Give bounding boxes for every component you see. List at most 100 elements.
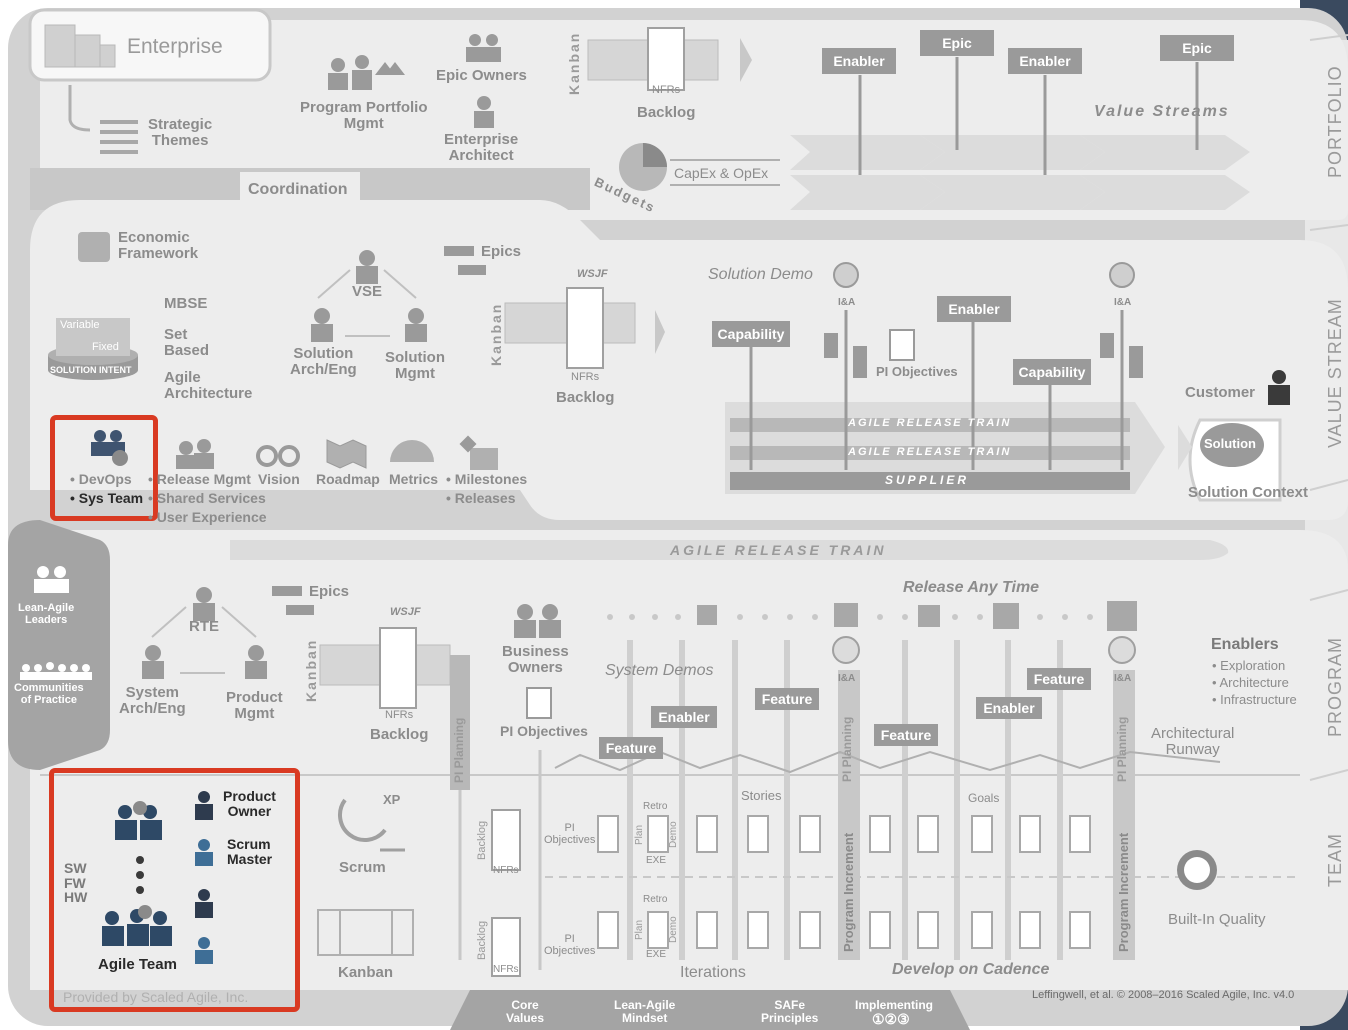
goals-label: Goals [968,791,1000,805]
portfolio-side-tab[interactable]: PORTFOLIO [1325,65,1345,178]
portfolio-nfrs-label: NFRs [652,84,681,96]
system-demos-label: System Demos [605,662,714,679]
communities-label: Communities of Practice [14,682,84,706]
footer-implementing-numbers: ①②③ [872,1011,910,1027]
footer-implementing[interactable]: Implementing [855,998,934,1012]
epic-owners-label: Epic Owners [436,67,527,84]
devops-label: • DevOps [70,471,132,487]
exe-label-2: EXE [646,949,667,960]
built-in-quality-label: Built-In Quality [1168,911,1266,928]
footer-principles[interactable]: SAFe Principles [761,998,819,1025]
vs-wsjf-label: WSJF [577,268,608,280]
portfolio-kanban-label: Kanban [566,31,582,95]
strategic-themes-label: Strategic Themes [148,116,213,149]
portfolio-tag-enabler-2: Enabler [1008,48,1082,74]
program-increment-label-1: Program Increment [841,832,856,952]
team-nfrs-label-1: NFRs [493,865,519,876]
solution-demo-label: Solution Demo [708,266,813,283]
team-pi-objectives-label-1: PI Objectives [544,822,596,846]
team-pi-objectives-label-2: PI Objectives [544,933,596,957]
economic-framework-label: Economic Framework [118,229,199,262]
ia-label-2: I&A [1114,297,1132,308]
vs-epics-label: Epics [481,243,522,260]
team-backlog-label-1: Backlog [476,820,488,860]
footer-core-values[interactable]: Core Values [506,998,545,1025]
capex-opex-label: CapEx & OpEx [674,165,769,181]
xp-label: XP [383,792,401,807]
coordination-label: Coordination [248,181,348,198]
architectural-runway-label: Architectural Runway [1151,725,1235,758]
vs-nfrs-label: NFRs [571,371,600,383]
program-pi-objectives-label: PI Objectives [500,723,588,739]
program-side-tab[interactable]: PROGRAM [1325,636,1345,737]
solution-arch-label: Solution Arch/Eng [290,345,357,378]
pre-label-2: Pre [1100,332,1114,358]
enablers-item-infrastructure: • Infrastructure [1212,692,1297,707]
vs-art-label-2: AGILE RELEASE TRAIN [848,446,1012,458]
post-label-2: Post [1129,345,1143,378]
program-tag-feature-4: Feature [1027,668,1091,690]
pi-planning-label-1: PI Planning [452,717,466,783]
solution-intent-label: SOLUTION INTENT [50,365,132,375]
program-epics-label: Epics [309,583,350,600]
portfolio-tag-epic-2: Epic [1160,35,1234,61]
iterations-label: Iterations [680,964,746,981]
user-experience-label: • User Experience [148,509,267,525]
enablers-title: Enablers [1211,636,1279,653]
metrics-label: Metrics [389,471,439,487]
plan-label-2: Plan [634,919,645,940]
vs-backlog-label: Backlog [556,389,615,406]
product-owner-label: Product Owner [223,788,276,819]
shared-services-label: • Shared Services [148,490,266,506]
roadmap-label: Roadmap [316,471,380,487]
provided-by-label: Provided by Scaled Agile, Inc. [63,989,249,1005]
pi-planning-label-2: PI Planning [840,716,854,782]
portfolio-backlog-label: Backlog [637,104,696,121]
mbse-label: MBSE [164,295,208,312]
vs-kanban-label: Kanban [488,302,504,366]
pi-planning-label-3: PI Planning [1115,716,1129,782]
ia-label-4: I&A [1114,673,1132,684]
program-portfolio-label: Program Portfolio Mgmt [300,99,428,132]
lean-agile-leaders-label: Lean-Agile Leaders [18,602,75,626]
team-side-tab[interactable]: TEAM [1325,832,1345,887]
program-tag-feature-2: Feature [755,688,819,710]
enterprise-architect-label: Enterprise Architect [444,131,519,164]
retro-label-1: Retro [643,801,668,812]
devops-highlight-box [50,415,158,521]
value-stream-side-tab[interactable]: VALUE STREAM [1325,298,1345,448]
ia-label-3: I&A [838,673,856,684]
vision-label: Vision [258,471,300,487]
ia-label-1: I&A [838,297,856,308]
vs-tag-capability-1: Capability [712,321,790,347]
sw-fw-hw-label: SW FW HW [64,860,88,906]
plan-label-1: Plan [634,824,645,845]
vse-label: VSE [352,283,383,300]
variable-label: Variable [60,319,100,331]
enterprise-label: Enterprise [127,35,223,58]
team-kanban-label: Kanban [338,964,394,981]
program-tag-enabler-2: Enabler [976,697,1042,719]
fixed-label: Fixed [92,341,119,353]
program-wsjf-label: WSJF [390,606,421,618]
portfolio-tag-enabler-1: Enabler [822,48,896,74]
vs-pi-objectives-label: PI Objectives [876,364,958,379]
vs-tag-enabler: Enabler [937,296,1011,322]
footer-mindset[interactable]: Lean-Agile Mindset [614,998,676,1025]
copyright-label: Leffingwell, et al. © 2008–2016 Scaled A… [1032,989,1295,1001]
demo-label-1: Demo [668,821,679,848]
portfolio-tag-epic-1: Epic [920,30,994,56]
art-banner-label: AGILE RELEASE TRAIN [670,542,887,558]
program-kanban-label: Kanban [303,638,319,702]
release-mgmt-label: • Release Mgmt [148,471,251,487]
release-any-time-label: Release Any Time [903,579,1040,596]
product-mgmt-label: Product Mgmt [226,689,283,722]
solution-context-label: Solution Context [1188,484,1308,501]
solution-label: Solution [1204,436,1256,451]
exe-label-1: EXE [646,855,667,866]
post-label-1: Post [853,345,867,378]
enablers-item-architecture: • Architecture [1212,675,1289,690]
develop-on-cadence-label: Develop on Cadence [892,961,1050,978]
program-tag-feature-1: Feature [599,737,663,759]
